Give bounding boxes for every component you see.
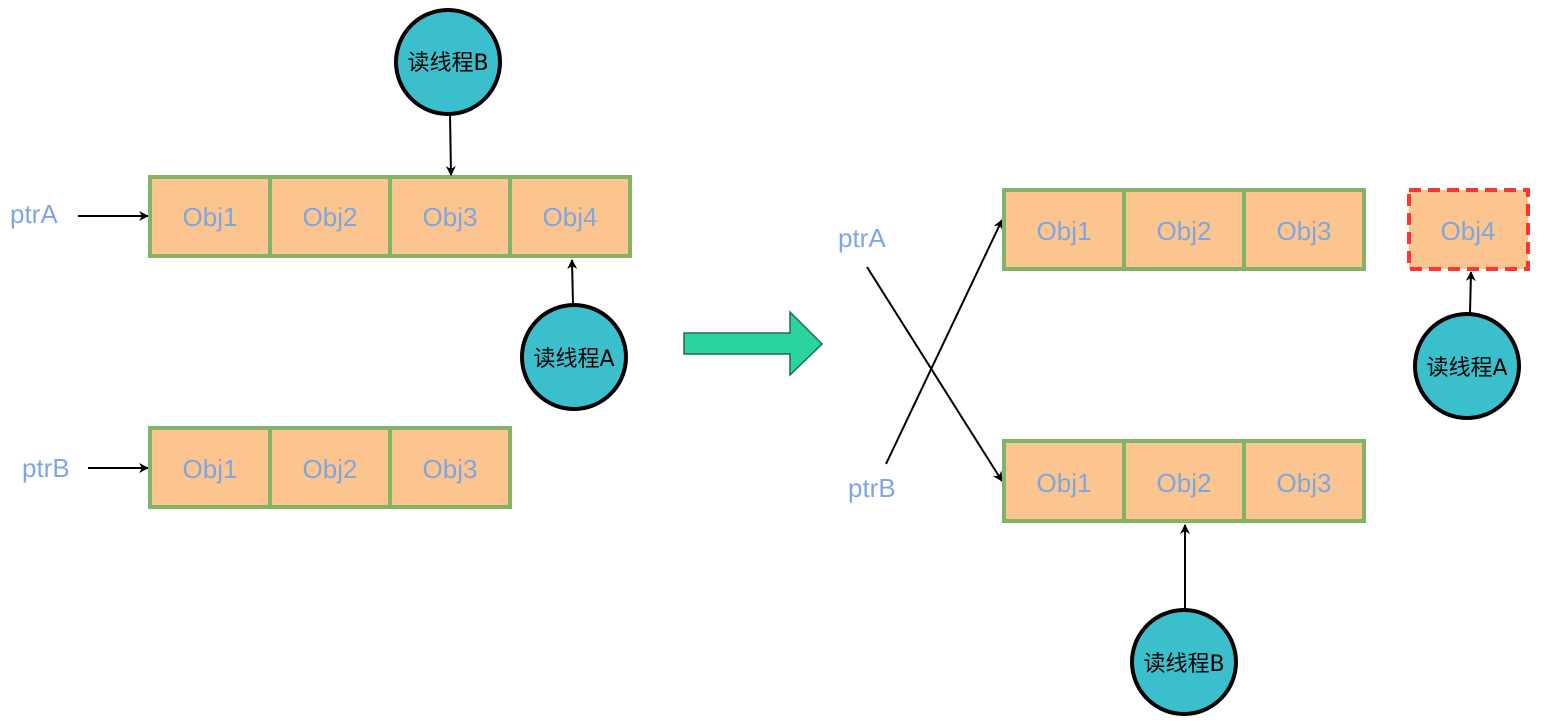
after-bottom-cell-2-label: Obj2 [1157, 468, 1212, 498]
after-top-list: Obj1 Obj2 Obj3 [1002, 188, 1366, 271]
after-thread-a-node [1413, 312, 1521, 420]
before-ptrA-cell-4-label: Obj4 [543, 202, 598, 232]
before-ptrB-cell-3-label: Obj3 [423, 454, 478, 484]
after-thread-b-node [1130, 608, 1238, 716]
after-top-cell-1-label: Obj1 [1037, 216, 1092, 246]
after-top-cell-2-label: Obj2 [1157, 216, 1212, 246]
before-thread-a-arrow [567, 259, 578, 306]
before-ptrB-cell-1-label: Obj1 [183, 454, 238, 484]
before-ptrA-list: Obj1 Obj2 Obj3 Obj4 [148, 175, 632, 258]
after-bottom-cell-3 [1242, 439, 1366, 523]
before-ptrA-cell-2-label: Obj2 [303, 202, 358, 232]
after-ptrB-arrow [885, 219, 1003, 465]
after-top-cell-3-label: Obj3 [1277, 216, 1332, 246]
after-thread-a-arrow [1465, 271, 1476, 314]
after-ptrA-arrow [866, 266, 1003, 482]
after-removed-cell [1407, 188, 1530, 271]
after-thread-a-label: 读线程A [1426, 356, 1507, 381]
before-thread-b-label: 读线程B [407, 51, 488, 76]
after-bottom-cell-2 [1122, 439, 1246, 523]
before-thread-b-arrow [445, 113, 456, 176]
before-thread-a-label: 读线程A [533, 347, 614, 372]
after-top-cell-3 [1242, 188, 1366, 271]
after-bottom-cell-3-label: Obj3 [1277, 468, 1332, 498]
before-ptrA-label: ptrA [10, 199, 58, 229]
before-ptrA-cell-3-label: Obj3 [423, 202, 478, 232]
before-ptrB-label: ptrB [22, 453, 70, 483]
after-bottom-cell-1-label: Obj1 [1037, 468, 1092, 498]
before-ptrB-cell-2-label: Obj2 [303, 454, 358, 484]
after-bottom-list: Obj1 Obj2 Obj3 [1002, 439, 1366, 523]
after-top-cell-2 [1122, 188, 1246, 271]
after-bottom-cell-1 [1002, 439, 1126, 523]
after-top-cell-1 [1002, 188, 1126, 271]
before-ptrA-cell-4 [508, 175, 632, 258]
before-thread-a-node [520, 303, 628, 411]
before-ptrA-cell-1-label: Obj1 [183, 202, 238, 232]
right-arrow-icon [683, 310, 824, 377]
after-thread-b-label: 读线程B [1143, 652, 1224, 677]
before-ptrA-cell-2 [268, 175, 392, 258]
before-ptrA-cell-3 [388, 175, 512, 258]
after-ptrA-label: ptrA [838, 223, 886, 253]
before-ptrB-cell-2 [268, 426, 392, 509]
after-ptrB-label: ptrB [848, 473, 896, 503]
before-thread-b-node [394, 8, 502, 116]
after-removed-cell-label: Obj4 [1441, 216, 1496, 246]
before-ptrB-list: Obj1 Obj2 Obj3 [148, 426, 512, 509]
before-ptrB-cell-3 [388, 426, 512, 509]
